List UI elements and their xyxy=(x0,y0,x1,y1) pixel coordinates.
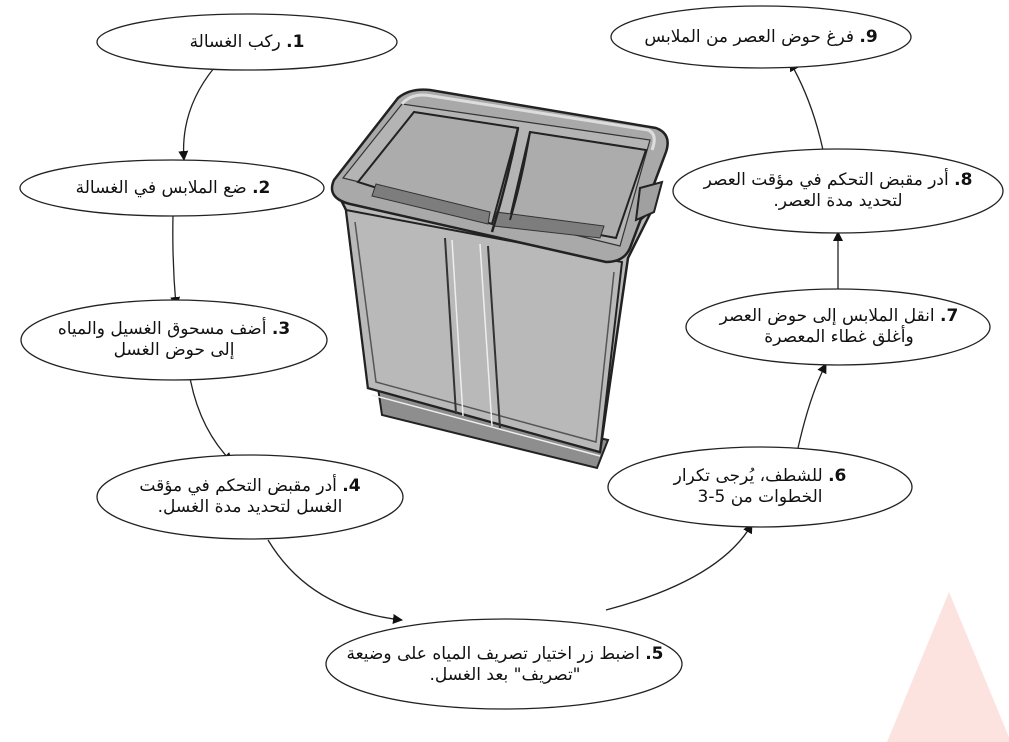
step-5-number: 5. xyxy=(645,644,664,664)
step-7-number: 7. xyxy=(940,306,959,326)
step-6-text: للشطف، يُرجى تكرار الخطوات من 5-3 xyxy=(673,466,823,507)
arrow-5-to-6 xyxy=(605,523,753,611)
step-3: 3. أضف مسحوق الغسيل والمياه إلى حوض الغس… xyxy=(52,316,296,364)
ellipse-step-9 xyxy=(610,5,912,69)
step-9-number: 9. xyxy=(859,26,878,47)
step-3-number: 3. xyxy=(271,319,291,339)
step-4-text: أدر مقبض التحكم في مؤقت الغسل لتحديد مدة… xyxy=(139,476,343,517)
arrow-1-to-2 xyxy=(178,67,215,161)
step-6-number: 6. xyxy=(828,466,847,486)
step-8-number: 8. xyxy=(954,170,973,190)
step-2: 2. ضع الملابس في الغسالة xyxy=(40,172,306,204)
step-4-number: 4. xyxy=(342,476,361,496)
ellipse-step-2 xyxy=(19,159,325,217)
step-1-text: ركب الغسالة xyxy=(189,31,281,52)
step-9: 9. فرغ حوض العصر من الملابس xyxy=(636,14,886,60)
ellipse-step-5 xyxy=(325,618,683,710)
arrow-2-to-3 xyxy=(170,214,181,307)
watermark-triangle xyxy=(887,592,1009,742)
arrow-6-to-7 xyxy=(797,363,827,449)
step-5-text: اضبط زر اختيار تصريف المياه على وضيعة "ت… xyxy=(346,644,640,685)
step-1-number: 1. xyxy=(286,31,305,52)
step-3-text: أضف مسحوق الغسيل والمياه إلى حوض الغسل xyxy=(57,319,267,360)
step-2-text: ضع الملابس في الغسالة xyxy=(75,177,247,198)
arrow-4-to-5 xyxy=(267,539,403,624)
arrow-8-to-9 xyxy=(789,61,824,151)
step-4: 4. أدر مقبض التحكم في مؤقت الغسل لتحديد … xyxy=(117,472,383,522)
step-7: 7. انقل الملابس إلى حوض العصر وأغلق غطاء… xyxy=(703,303,975,351)
step-8: 8. أدر مقبض التحكم في مؤقت العصر لتحديد … xyxy=(688,166,988,216)
step-6: 6. للشطف، يُرجى تكرار الخطوات من 5-3 xyxy=(642,462,878,512)
step-1: 1. ركب الغسالة xyxy=(117,26,377,58)
step-8-text: أدر مقبض التحكم في مؤقت العصر لتحديد مدة… xyxy=(703,170,949,211)
ellipse-step-7 xyxy=(685,288,991,366)
ellipse-step-1 xyxy=(96,13,398,71)
ellipse-step-8 xyxy=(672,148,1004,234)
ellipse-step-3 xyxy=(20,299,328,381)
step-5: 5. اضبط زر اختيار تصريف المياه على وضيعة… xyxy=(340,640,670,690)
ellipse-step-6 xyxy=(607,446,913,528)
step-9-text: فرغ حوض العصر من الملابس xyxy=(644,26,854,47)
ellipse-step-4 xyxy=(96,454,404,540)
step-7-text: انقل الملابس إلى حوض العصر وأغلق غطاء ال… xyxy=(719,306,935,347)
step-2-number: 2. xyxy=(252,177,271,198)
